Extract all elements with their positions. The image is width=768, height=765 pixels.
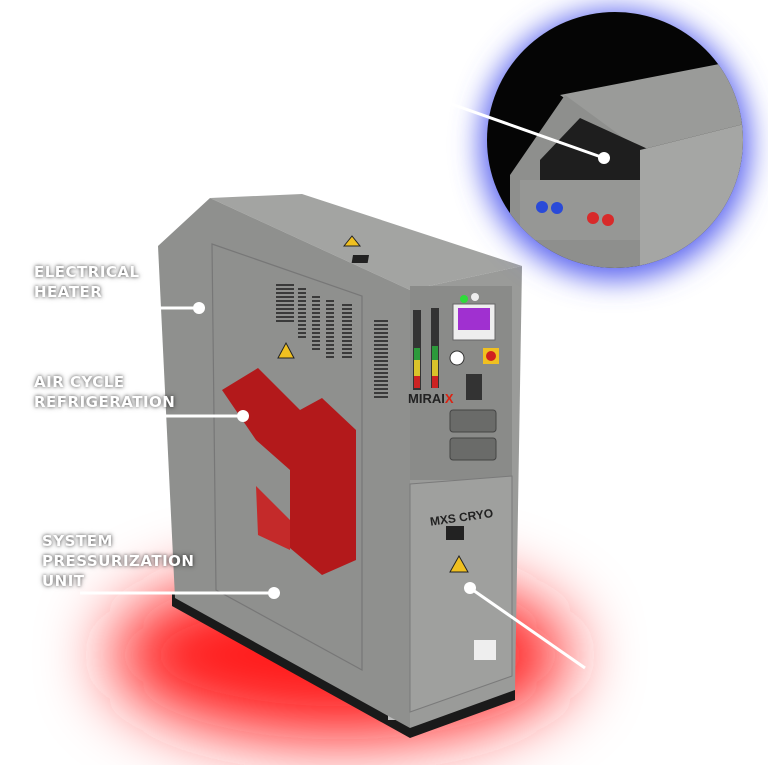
label-line: ELECTRICAL — [34, 263, 140, 281]
label-line: REFRIGERATION — [34, 393, 176, 411]
callout-dot-top — [598, 152, 610, 164]
callout-line-front — [469, 586, 586, 670]
label-electrical-heater: ELECTRICAL HEATER — [34, 262, 140, 302]
label-line: UNIT — [42, 572, 85, 590]
label-air-cycle: AIR CYCLE REFRIGERATION — [34, 372, 175, 412]
label-line: SYSTEM — [42, 532, 113, 550]
label-line: PRESSURIZATION — [42, 552, 195, 570]
brand-logo: MIRAIX — [408, 391, 454, 406]
label-line: HEATER — [34, 283, 103, 301]
label-pressurization: SYSTEM PRESSURIZATION UNIT — [42, 531, 194, 591]
brand-x: X — [445, 391, 454, 406]
callout-line-top — [439, 98, 605, 160]
detail-inset — [487, 12, 743, 268]
callout-dot-pressurization — [268, 587, 280, 599]
callout-dot-heater — [193, 302, 205, 314]
callout-dot-aircycle — [237, 410, 249, 422]
mirai-logo-cutout — [222, 368, 356, 575]
machine-top — [210, 194, 522, 290]
label-line: AIR CYCLE — [34, 373, 125, 391]
callout-dot-front — [464, 582, 476, 594]
